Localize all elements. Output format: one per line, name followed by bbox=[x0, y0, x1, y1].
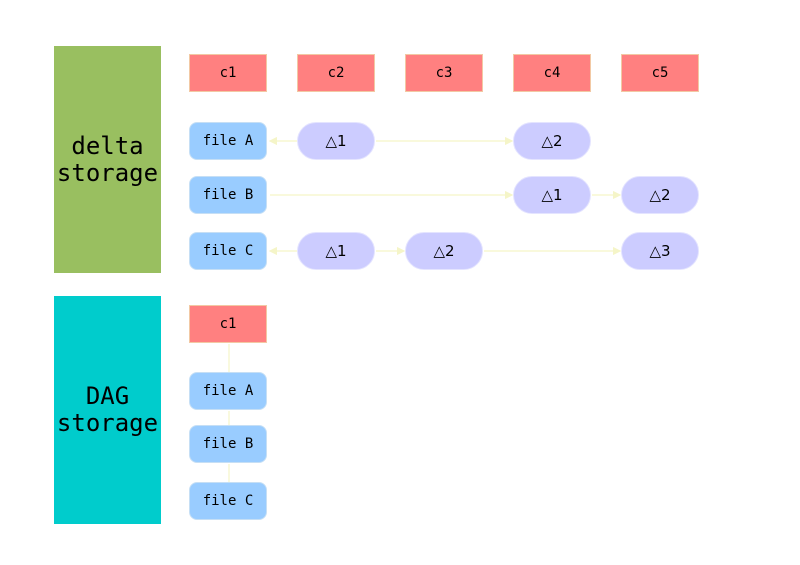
delta-file-a-label: file A bbox=[202, 133, 254, 149]
delta-node-a2-label: △2 bbox=[541, 132, 563, 150]
delta-node-b2-label: △2 bbox=[649, 186, 671, 204]
delta-node-b1-label: △1 bbox=[541, 186, 563, 204]
delta-file-b: file B bbox=[189, 176, 267, 214]
delta-node-c3: △3 bbox=[621, 232, 699, 270]
dag-file-b-label: file B bbox=[202, 436, 254, 452]
commit-c2: c2 bbox=[297, 54, 375, 92]
delta-node-c2: △2 bbox=[405, 232, 483, 270]
commit-c4: c4 bbox=[513, 54, 591, 92]
dag-file-a-label: file A bbox=[202, 383, 254, 399]
delta-node-b1: △1 bbox=[513, 176, 591, 214]
commit-c3: c3 bbox=[405, 54, 483, 92]
commit-c1-label: c1 bbox=[219, 65, 237, 81]
delta-file-c: file C bbox=[189, 232, 267, 270]
dag-file-a: file A bbox=[189, 372, 267, 410]
dag-file-c: file C bbox=[189, 482, 267, 520]
dag-storage-panel: DAG storage bbox=[54, 296, 161, 524]
commit-c2-label: c2 bbox=[327, 65, 345, 81]
delta-storage-label-line2: storage bbox=[56, 158, 159, 187]
commit-c1: c1 bbox=[189, 54, 267, 92]
commit-c5: c5 bbox=[621, 54, 699, 92]
delta-file-b-label: file B bbox=[202, 187, 254, 203]
delta-node-a1: △1 bbox=[297, 122, 375, 160]
delta-storage-label-line1: delta bbox=[71, 131, 144, 160]
delta-node-c1: △1 bbox=[297, 232, 375, 270]
commit-c4-label: c4 bbox=[543, 65, 561, 81]
delta-node-c2-label: △2 bbox=[433, 242, 455, 260]
commit-c5-label: c5 bbox=[651, 65, 669, 81]
delta-storage-panel: delta storage bbox=[54, 46, 161, 273]
delta-file-c-label: file C bbox=[202, 243, 254, 259]
delta-file-a: file A bbox=[189, 122, 267, 160]
dag-storage-label-line2: storage bbox=[56, 409, 159, 437]
delta-node-c1-label: △1 bbox=[325, 242, 347, 260]
dag-storage-label-line1: DAG bbox=[85, 382, 130, 410]
dag-commit-c1-label: c1 bbox=[219, 316, 237, 332]
delta-node-b2: △2 bbox=[621, 176, 699, 214]
dag-file-c-label: file C bbox=[202, 493, 254, 509]
delta-node-a2: △2 bbox=[513, 122, 591, 160]
delta-node-a1-label: △1 bbox=[325, 132, 347, 150]
dag-file-b: file B bbox=[189, 425, 267, 463]
commit-c3-label: c3 bbox=[435, 65, 453, 81]
dag-commit-c1: c1 bbox=[189, 305, 267, 343]
delta-node-c3-label: △3 bbox=[649, 242, 671, 260]
